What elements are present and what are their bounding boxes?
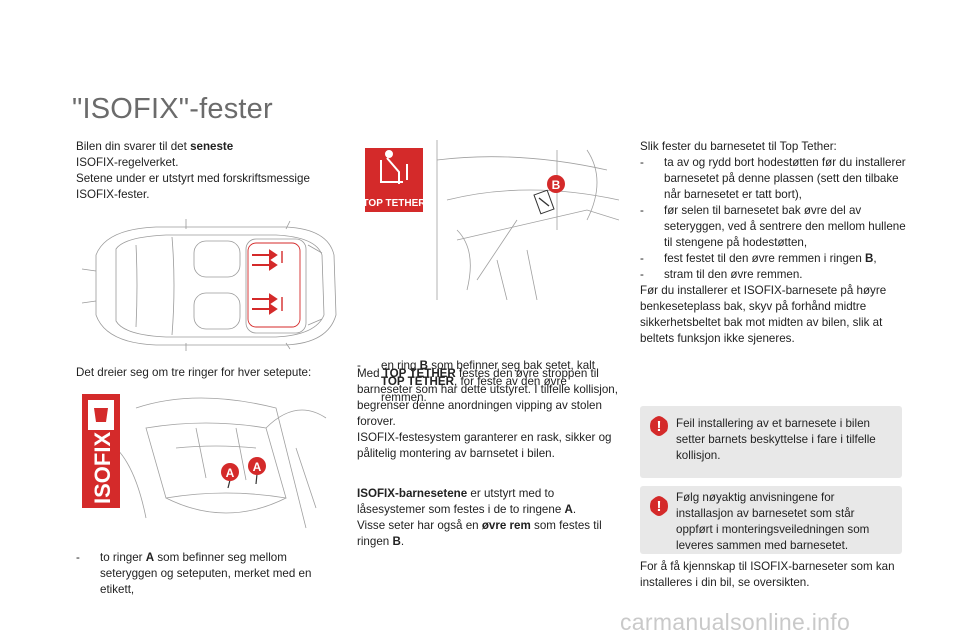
warning-box-1: ! Feil installering av et barnesete i bi… <box>640 406 902 478</box>
bullet-ring-b: - en ring B som befinner seg bak setet, … <box>357 359 595 404</box>
warning-icon: ! <box>650 496 668 516</box>
isofix-seat-illustration: ISOFIX A A <box>76 388 334 531</box>
warning-box-2: ! Følg nøyaktig anvisningene for install… <box>640 486 902 554</box>
car-top-view-illustration <box>76 215 344 355</box>
warning-icon: ! <box>650 416 668 436</box>
step-3: - fest festet til den øvre remmen i ring… <box>640 252 877 265</box>
rings-intro: Det dreier seg om tre ringer for hver se… <box>76 366 312 379</box>
step-1: - ta av og rydd bort hodestøtten før du … <box>640 156 906 201</box>
isofix-label-text: ISOFIX <box>90 432 115 504</box>
svg-text:!: ! <box>657 498 662 515</box>
svg-text:!: ! <box>657 418 662 435</box>
top-tether-instructions: Slik fester du barnesetet til Top Tether… <box>640 139 910 347</box>
intro-text: Bilen din svarer til det seneste ISOFIX-… <box>76 140 310 201</box>
svg-text:B: B <box>552 178 561 192</box>
ring-a-marker-left: A <box>221 463 239 489</box>
bullet-ring-a: - to ringer A som befinner seg mellom se… <box>76 551 312 596</box>
step-2: - før selen til barnesetet bak øvre del … <box>640 204 906 249</box>
top-tether-illustration: TOP TETHER B <box>357 140 620 301</box>
ring-a-marker-right: A <box>248 457 266 485</box>
top-tether-paragraph: Med TOP TETHER festes den øvre stroppen … <box>357 367 618 460</box>
svg-text:A: A <box>253 460 262 474</box>
step-4: - stram til den øvre remmen. <box>640 268 803 281</box>
isofix-seats-paragraph: ISOFIX-barnesetene er utstyrt med to lås… <box>357 487 602 548</box>
overview-reference: For å få kjennskap til ISOFIX-barneseter… <box>640 560 895 589</box>
instructions-heading: Slik fester du barnesetet til Top Tether… <box>640 140 837 153</box>
page-title: "ISOFIX"-fester <box>72 93 273 125</box>
svg-text:A: A <box>226 466 235 480</box>
ring-b-marker: B <box>533 175 565 215</box>
top-tether-label: TOP TETHER <box>363 198 427 209</box>
watermark: carmanualsonline.info <box>620 609 851 635</box>
right-seat-paragraph: Før du installerer et ISOFIX-barnesete p… <box>640 284 887 345</box>
